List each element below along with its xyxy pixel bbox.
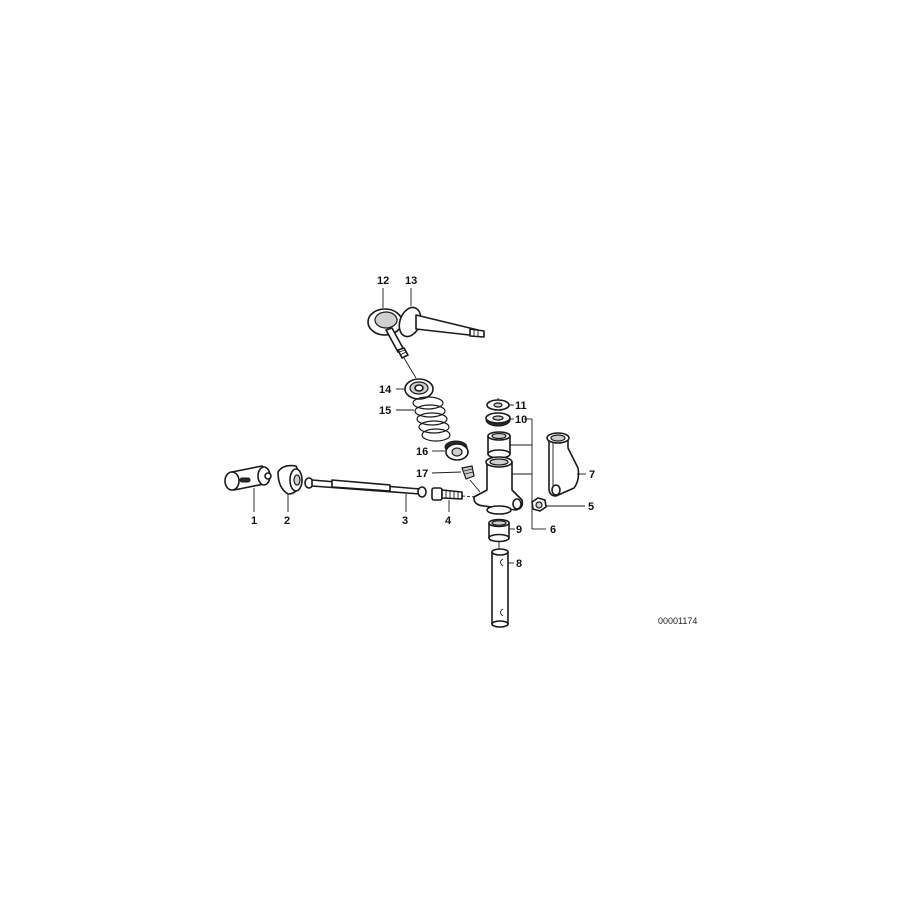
callout-7[interactable]: 7 bbox=[589, 469, 595, 481]
callout-16[interactable]: 16 bbox=[416, 446, 428, 458]
callout-14[interactable]: 14 bbox=[379, 384, 392, 396]
callout-1[interactable]: 1 bbox=[251, 515, 257, 527]
callout-11[interactable]: 11 bbox=[515, 400, 527, 412]
callout-6[interactable]: 6 bbox=[550, 524, 556, 536]
part-12-intake-valve[interactable] bbox=[367, 308, 409, 359]
callout-13[interactable]: 13 bbox=[405, 275, 417, 287]
callout-3[interactable]: 3 bbox=[402, 515, 408, 527]
callout-12[interactable]: 12 bbox=[377, 275, 389, 287]
diagram-reference-number: 00001174 bbox=[658, 616, 697, 626]
callout-2[interactable]: 2 bbox=[284, 515, 290, 527]
part-17-valve-keeper[interactable] bbox=[461, 465, 475, 480]
part-11-washer[interactable] bbox=[486, 399, 510, 411]
part-16-spring-seat[interactable] bbox=[444, 440, 469, 461]
part-3-push-rod[interactable] bbox=[304, 477, 427, 498]
part-2-push-rod-cap[interactable] bbox=[277, 464, 303, 495]
callout-17[interactable]: 17 bbox=[416, 468, 428, 480]
part-4-adjusting-screw[interactable] bbox=[431, 487, 463, 501]
callout-15[interactable]: 15 bbox=[379, 405, 391, 417]
callout-10[interactable]: 10 bbox=[515, 414, 527, 426]
part-10-thrust-washer[interactable] bbox=[485, 412, 511, 427]
callout-6-bracket bbox=[510, 418, 546, 530]
part-7-rocker-bracket[interactable] bbox=[546, 432, 580, 497]
callout-5[interactable]: 5 bbox=[588, 501, 594, 513]
leader-17 bbox=[431, 471, 462, 474]
part-9-lower-needle-bearing[interactable] bbox=[488, 518, 510, 543]
part-1-tappet[interactable] bbox=[224, 465, 272, 491]
callout-8[interactable]: 8 bbox=[516, 558, 522, 570]
part-8-rocker-shaft[interactable] bbox=[491, 542, 509, 628]
part-9-upper-needle-bearing[interactable] bbox=[487, 431, 511, 459]
part-13-exhaust-valve[interactable] bbox=[395, 304, 485, 339]
part-15-valve-spring[interactable] bbox=[412, 396, 451, 442]
part-14-spring-retainer[interactable] bbox=[404, 378, 434, 400]
callout-9[interactable]: 9 bbox=[516, 524, 522, 536]
part-5-nut[interactable] bbox=[531, 497, 547, 512]
callout-4[interactable]: 4 bbox=[445, 515, 452, 527]
part-6-rocker-arm[interactable] bbox=[473, 456, 524, 515]
